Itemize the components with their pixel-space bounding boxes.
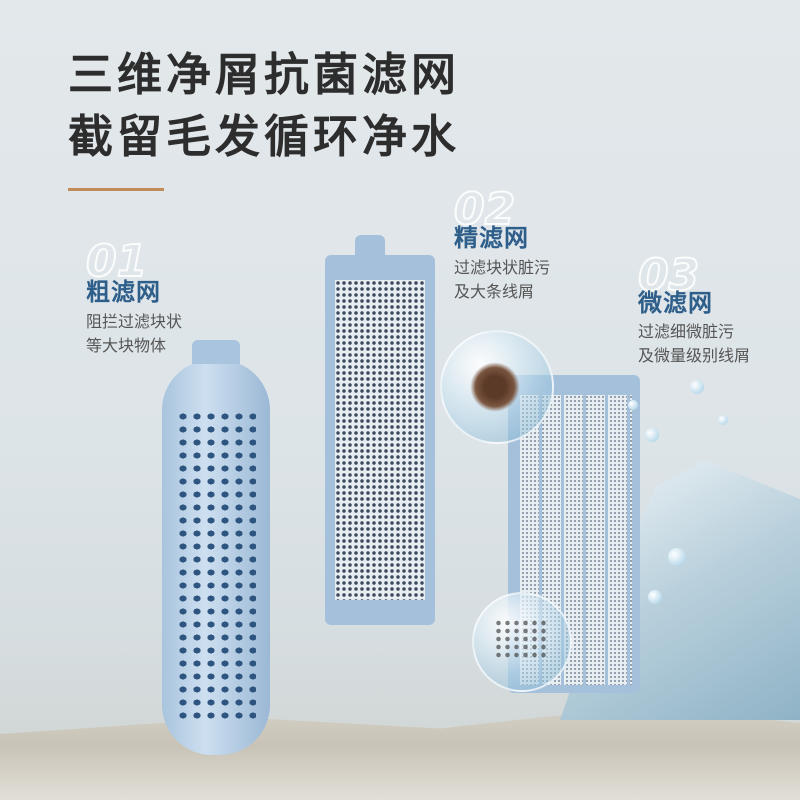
headline-line-2: 截留毛发循环净水 (68, 110, 461, 163)
filter-3-number: 03 (637, 249, 700, 302)
filter-2-title: 精滤网 (454, 224, 529, 252)
filter-1-number: 01 (85, 235, 148, 288)
water-droplet (668, 548, 686, 566)
dirt-particles (494, 619, 549, 659)
filter-3-description: 过滤细微脏污 及微量级别线屑 (638, 322, 751, 365)
hair-clump (470, 362, 520, 412)
dirt-bubble-image (472, 592, 572, 692)
coarse-filter-image (162, 340, 270, 755)
accent-divider (68, 188, 164, 191)
fine-filter-handle (355, 235, 385, 265)
filter-2-description: 过滤块状脏污 及大条线屑 (454, 258, 551, 301)
coarse-filter-cap (192, 340, 240, 364)
water-droplet (718, 415, 728, 425)
filter-1-title: 粗滤网 (86, 278, 161, 306)
water-droplet (648, 590, 662, 604)
filter-1-description: 阻拦过滤块状 等大块物体 (86, 312, 183, 355)
fine-filter-mesh (330, 275, 430, 605)
filter-2-number: 02 (453, 183, 516, 236)
headline-line-1: 三维净屑抗菌滤网 (68, 48, 461, 101)
hair-bubble-image (440, 330, 554, 444)
coarse-filter-holes (176, 410, 256, 725)
water-droplet (690, 380, 704, 394)
water-droplet (645, 428, 659, 442)
filter-3-title: 微滤网 (638, 289, 713, 317)
water-droplet (628, 400, 638, 410)
